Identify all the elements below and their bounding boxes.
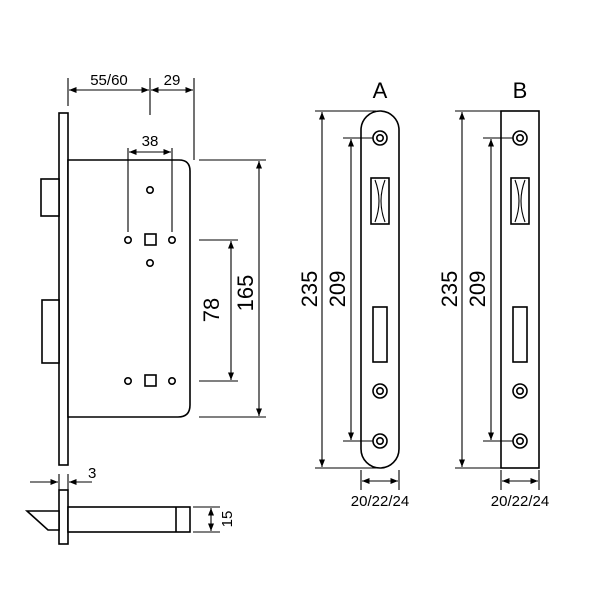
- center-distance-dimension: 78: [199, 239, 238, 382]
- bolt-height-label: 15: [219, 511, 236, 528]
- hole-spacing-dimension: 38: [127, 133, 173, 232]
- center-distance-label: 78: [199, 298, 224, 322]
- fixing-hole: [146, 186, 155, 195]
- screw-hole: [512, 383, 528, 399]
- deadbolt-opening: [372, 306, 388, 363]
- faceplate-offset-label: 29: [164, 72, 181, 89]
- faceplate: [58, 112, 69, 466]
- case-side: [67, 506, 191, 533]
- fixing-hole: [124, 236, 133, 245]
- strike-a-width: 20/22/24: [351, 493, 409, 510]
- fixing-hole: [168, 376, 177, 385]
- faceplate-thickness-label: 3: [88, 465, 96, 482]
- strike-plate-b: B 235 209 20/22/24: [437, 78, 549, 510]
- fixing-hole: [168, 236, 177, 245]
- deadbolt-opening: [512, 306, 528, 363]
- strike-b-title: B: [513, 78, 528, 103]
- cylinder-hole: [144, 374, 157, 387]
- spindle-hole: [144, 233, 157, 246]
- body-height-label: 165: [233, 275, 258, 312]
- hole-spacing-label: 38: [142, 133, 159, 150]
- dead-bolt: [41, 299, 60, 364]
- fixing-hole: [146, 258, 155, 267]
- screw-hole: [372, 383, 388, 399]
- strike-b-width: 20/22/24: [491, 493, 549, 510]
- body-height-dimension: 165: [199, 159, 266, 418]
- backset-label: 55/60: [90, 72, 128, 89]
- lock-body-front-view: [40, 112, 191, 466]
- strike-plate-a: A 235 209 20/22/24: [297, 78, 409, 510]
- strike-a-screw-spacing: 209: [325, 271, 350, 308]
- strike-plate-a-body: [360, 110, 400, 469]
- backset-dimension: 55/60 29: [67, 72, 195, 160]
- lock-case: [67, 159, 191, 418]
- strike-b-overall-height: 235: [437, 271, 462, 308]
- latch-bevel: [24, 510, 60, 531]
- strike-a-title: A: [373, 78, 388, 103]
- strike-plate-b-body: [500, 110, 540, 469]
- latch-opening: [510, 177, 530, 225]
- strike-b-screw-spacing: 209: [465, 271, 490, 308]
- strike-a-overall-height: 235: [297, 271, 322, 308]
- latch-bolt: [40, 178, 60, 217]
- faceplate-edge: [58, 489, 69, 545]
- fixing-hole: [124, 376, 133, 385]
- latch-opening: [370, 177, 390, 225]
- lock-body-side-view: 3 15: [24, 465, 236, 545]
